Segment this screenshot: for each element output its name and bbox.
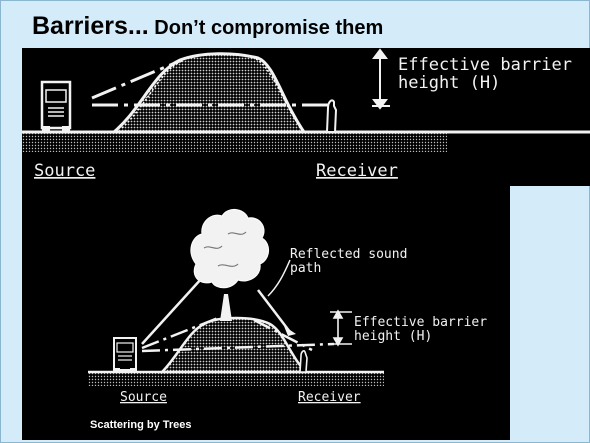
ground-fill bbox=[22, 132, 447, 152]
ground-fill bbox=[88, 372, 384, 386]
berm-icon bbox=[114, 54, 304, 132]
top-diagram: Effective barrier height (H) Source Rece… bbox=[22, 48, 590, 186]
top-diagram-panel: Effective barrier height (H) Source Rece… bbox=[22, 48, 590, 186]
truck-icon bbox=[114, 338, 136, 373]
barrier-height-arrow bbox=[330, 311, 352, 345]
person-icon bbox=[300, 351, 307, 372]
receiver-label: Receiver bbox=[316, 161, 398, 181]
title-main: Barriers... bbox=[32, 12, 149, 40]
person-icon bbox=[327, 100, 336, 132]
bottom-diagram: Reflected sound path Effective barrier h… bbox=[22, 186, 510, 440]
truck-icon bbox=[42, 82, 70, 133]
tree-icon bbox=[191, 209, 269, 321]
barrier-height-label-line2: height (H) bbox=[354, 329, 432, 344]
reflected-sound-label-line2: path bbox=[290, 261, 321, 276]
arrow-head bbox=[284, 326, 296, 336]
barrier-height-label-line2: height (H) bbox=[398, 73, 500, 93]
barrier-height-arrow bbox=[372, 50, 390, 108]
bottom-diagram-panel: Reflected sound path Effective barrier h… bbox=[22, 186, 510, 440]
source-label: Source bbox=[120, 390, 167, 405]
caption: Scattering by Trees bbox=[90, 419, 192, 431]
barrier-height-label-line1: Effective barrier bbox=[398, 55, 572, 75]
reflected-label-leader bbox=[268, 260, 290, 296]
barrier-height-label-line1: Effective barrier bbox=[354, 315, 487, 330]
source-label: Source bbox=[34, 161, 95, 181]
slide-title: Barriers... Don’t compromise them bbox=[32, 12, 383, 41]
title-subtitle: Don’t compromise them bbox=[149, 17, 383, 39]
receiver-label: Receiver bbox=[298, 390, 361, 405]
reflected-sound-label-line1: Reflected sound bbox=[290, 247, 407, 262]
